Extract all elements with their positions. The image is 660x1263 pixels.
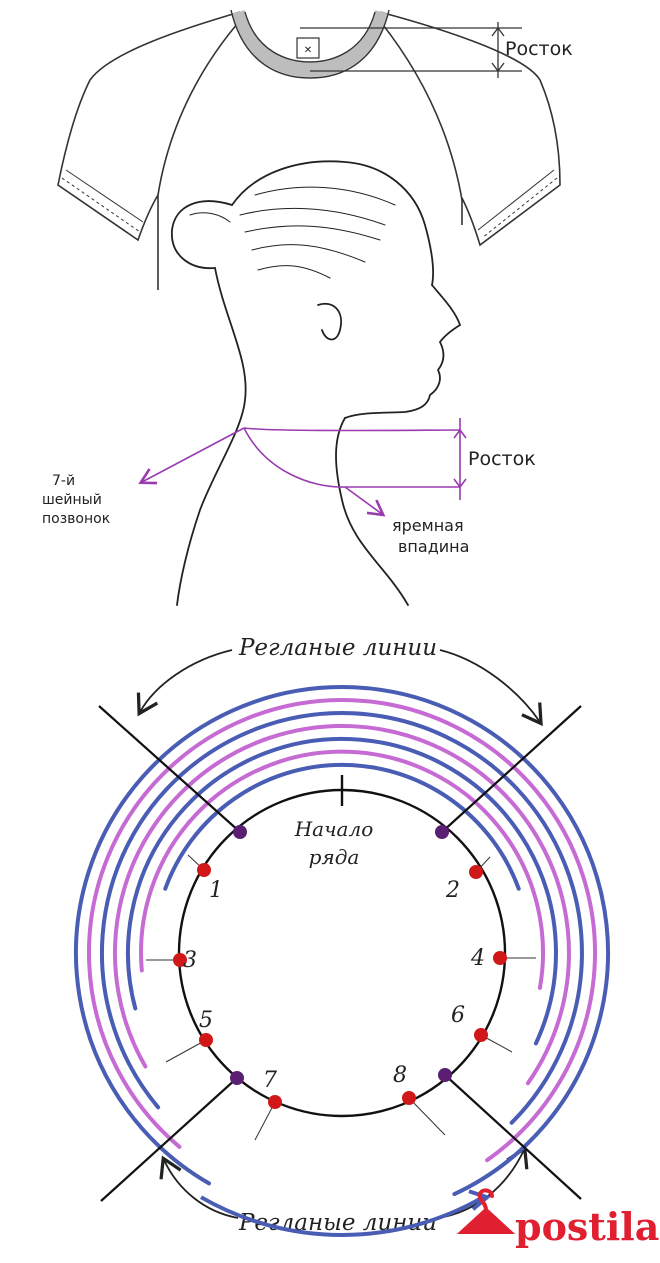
raglan-curved-arrows — [136, 649, 543, 1219]
watermark: postila.ru — [456, 1188, 660, 1249]
marker-red-2 — [469, 865, 483, 879]
marker-red-1 — [197, 863, 211, 877]
tshirt-collar: ✕ — [230, 9, 390, 79]
jugular-label-line1: яремная — [392, 516, 464, 535]
marker-number-4: 4 — [470, 946, 485, 971]
marker-number-2: 2 — [445, 878, 460, 903]
stitch-markers: 1 2 3 4 5 6 7 8 — [146, 825, 536, 1141]
marker-red-8 — [402, 1091, 416, 1105]
vertebra-label-line1: 7-й — [52, 473, 75, 489]
svg-text:✕: ✕ — [304, 45, 312, 56]
raglan-row-5 — [99, 711, 584, 1125]
raglan-row-1 — [163, 762, 521, 891]
raglan-row-direction-arrow — [200, 1195, 484, 1237]
raglan-row-arrowhead — [468, 1189, 491, 1211]
raglan-point-2 — [435, 825, 449, 839]
raglan-line-bottom-left — [100, 1077, 238, 1202]
raglan-line-bottom-right — [444, 1074, 582, 1200]
tshirt-height-measure — [300, 22, 522, 78]
marker-number-5: 5 — [199, 1008, 213, 1033]
marker-red-6 — [474, 1028, 488, 1042]
neck-height-label: Росток — [468, 448, 536, 470]
marker-red-7 — [268, 1095, 282, 1109]
watermark-text: postila.ru — [515, 1204, 660, 1249]
row-start-label-line2: ряда — [309, 845, 360, 869]
vertebra-label-line2: шейный — [42, 492, 102, 508]
marker-number-8: 8 — [393, 1063, 407, 1088]
tshirt-tag — [296, 37, 320, 59]
marker-red-4 — [493, 951, 507, 965]
marker-red-5 — [199, 1033, 213, 1047]
marker-number-1: 1 — [209, 878, 223, 903]
raglan-point-4 — [438, 1068, 452, 1082]
marker-number-7: 7 — [263, 1068, 277, 1093]
row-start-label-line1: Начало — [294, 817, 374, 841]
marker-connector-5 — [165, 1039, 207, 1063]
marker-red-3 — [173, 953, 187, 967]
marker-connector-8 — [408, 1097, 446, 1136]
raglan-line-top-left — [98, 705, 241, 833]
tshirt-illustration — [57, 11, 561, 290]
raglan-point-3 — [230, 1071, 244, 1085]
hanger-icon — [456, 1188, 516, 1234]
marker-number-6: 6 — [451, 1003, 465, 1028]
raglan-row-6 — [87, 697, 597, 1163]
raglan-row-2 — [139, 749, 546, 990]
marker-connector-7 — [254, 1101, 276, 1141]
neck-measure-lines — [138, 418, 467, 517]
vertebra-label-line3: позвонок — [42, 511, 110, 527]
head-profile-illustration — [171, 160, 462, 606]
raglan-lines-top-label: Регланые линии — [238, 635, 437, 661]
tshirt-height-label: Росток — [505, 38, 573, 60]
raglan-row-4 — [113, 723, 571, 1086]
raglan-lines-bottom-label: Регланые линии — [238, 1210, 437, 1236]
raglan-diagonal-lines — [98, 705, 582, 1202]
raglan-row-7 — [74, 685, 610, 1197]
raglan-rows — [74, 685, 610, 1237]
raglan-line-top-right — [441, 705, 582, 833]
marker-number-3: 3 — [183, 948, 197, 973]
raglan-row-3 — [126, 736, 558, 1046]
jugular-label-line2: впадина — [398, 537, 469, 556]
raglan-point-1 — [233, 825, 247, 839]
